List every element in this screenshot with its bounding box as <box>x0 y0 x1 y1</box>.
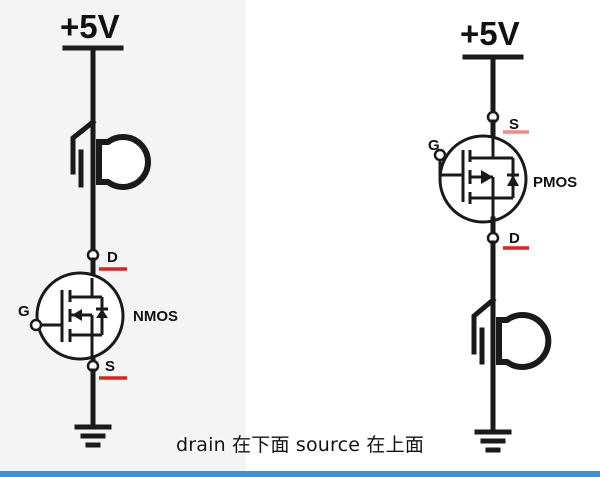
nmos-circuit: +5V D <box>18 8 178 448</box>
pmos-gate-node <box>433 148 447 162</box>
nmos-gate-label: G <box>18 303 30 320</box>
bottom-progress-bar <box>0 471 600 477</box>
light-bulb-icon <box>70 118 151 253</box>
ground-icon <box>474 429 512 453</box>
nmos-source-label: S <box>105 358 115 375</box>
pmos-source-label: S <box>509 116 519 133</box>
nmos-drain-label: D <box>107 249 118 266</box>
nmos-supply-label: +5V <box>60 8 120 45</box>
left-panel-background <box>0 0 246 477</box>
pmos-type-label: PMOS <box>533 174 577 191</box>
nmos-type-label: NMOS <box>133 308 178 325</box>
ground-icon <box>74 424 112 448</box>
pmos-circuit: +5V S <box>428 15 577 453</box>
nmos-transistor-icon <box>35 271 125 361</box>
subtitle-caption: drain 在下面 source 在上面 <box>175 434 425 456</box>
nmos-gate-node <box>29 318 43 332</box>
light-bulb-icon <box>471 296 552 433</box>
pmos-gate-label: G <box>428 137 440 154</box>
pmos-supply-label: +5V <box>460 15 520 52</box>
pmos-transistor-icon <box>438 134 528 224</box>
pmos-drain-label: D <box>509 230 520 247</box>
